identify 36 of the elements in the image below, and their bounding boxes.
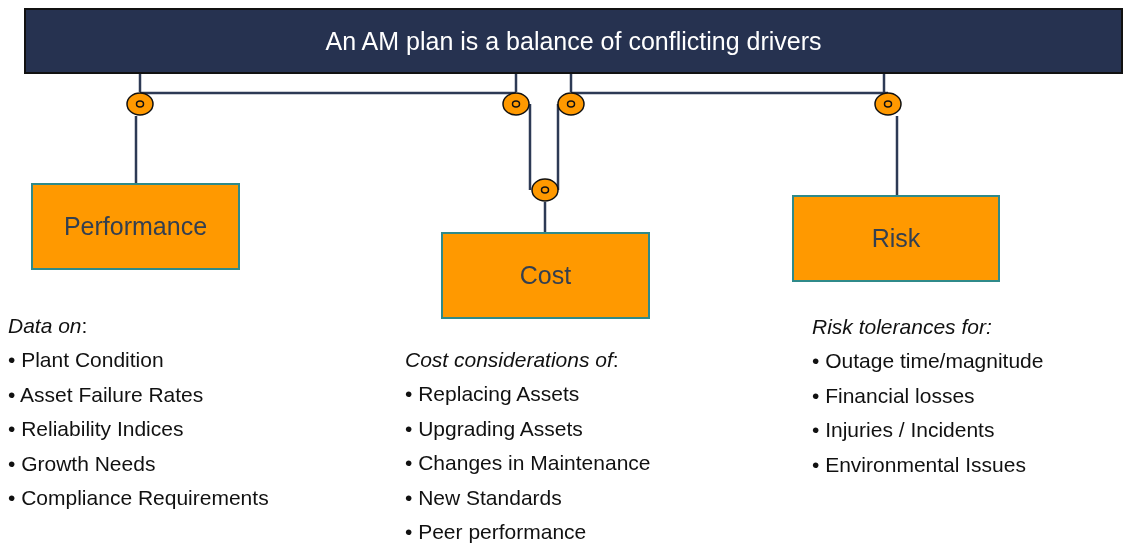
rope-line <box>895 116 899 195</box>
driver-box <box>792 195 1000 282</box>
title-bar <box>24 8 1123 74</box>
list-heading: Cost considerations of: <box>405 347 620 373</box>
pulley-icon <box>126 92 154 116</box>
driver-label: Cost <box>519 261 572 290</box>
list-item: • Plant Condition <box>8 347 165 373</box>
list-item: • Outage time/magnitude <box>812 348 1044 374</box>
driver-box <box>31 183 240 270</box>
pulley-icon <box>502 92 530 116</box>
list-item: • Growth Needs <box>8 450 157 477</box>
pulley-icon <box>557 92 585 116</box>
rope-line <box>571 91 888 95</box>
title-text: An AM plan is a balance of conflicting drivers <box>325 26 822 56</box>
rope-line <box>134 116 138 183</box>
list-item: • Changes in Maintenance <box>405 450 651 476</box>
list-item: • Peer performance <box>405 519 588 545</box>
list-item: • Upgrading Assets <box>405 415 584 442</box>
list-item: • New Standards <box>405 484 563 511</box>
list-item: • Reliability Indices <box>8 416 185 442</box>
rope-line <box>528 104 532 190</box>
list-item: • Compliance Requirements <box>8 485 269 511</box>
driver-box <box>441 232 650 319</box>
list-item: • Environmental Issues <box>812 451 1027 478</box>
driver-label: Performance <box>63 212 208 241</box>
list-item: • Replacing Assets <box>405 381 581 407</box>
list-heading: Risk tolerances for: <box>812 314 993 340</box>
rope-line <box>140 91 516 95</box>
rope-line <box>543 202 547 232</box>
driver-label: Risk <box>871 224 921 253</box>
pulley-icon <box>531 178 559 202</box>
pulley-icon <box>874 92 902 116</box>
list-heading: Data on: <box>8 313 89 339</box>
list-item: • Asset Failure Rates <box>8 381 205 408</box>
list-item: • Financial losses <box>812 382 976 409</box>
list-item: • Injuries / Incidents <box>812 417 996 443</box>
